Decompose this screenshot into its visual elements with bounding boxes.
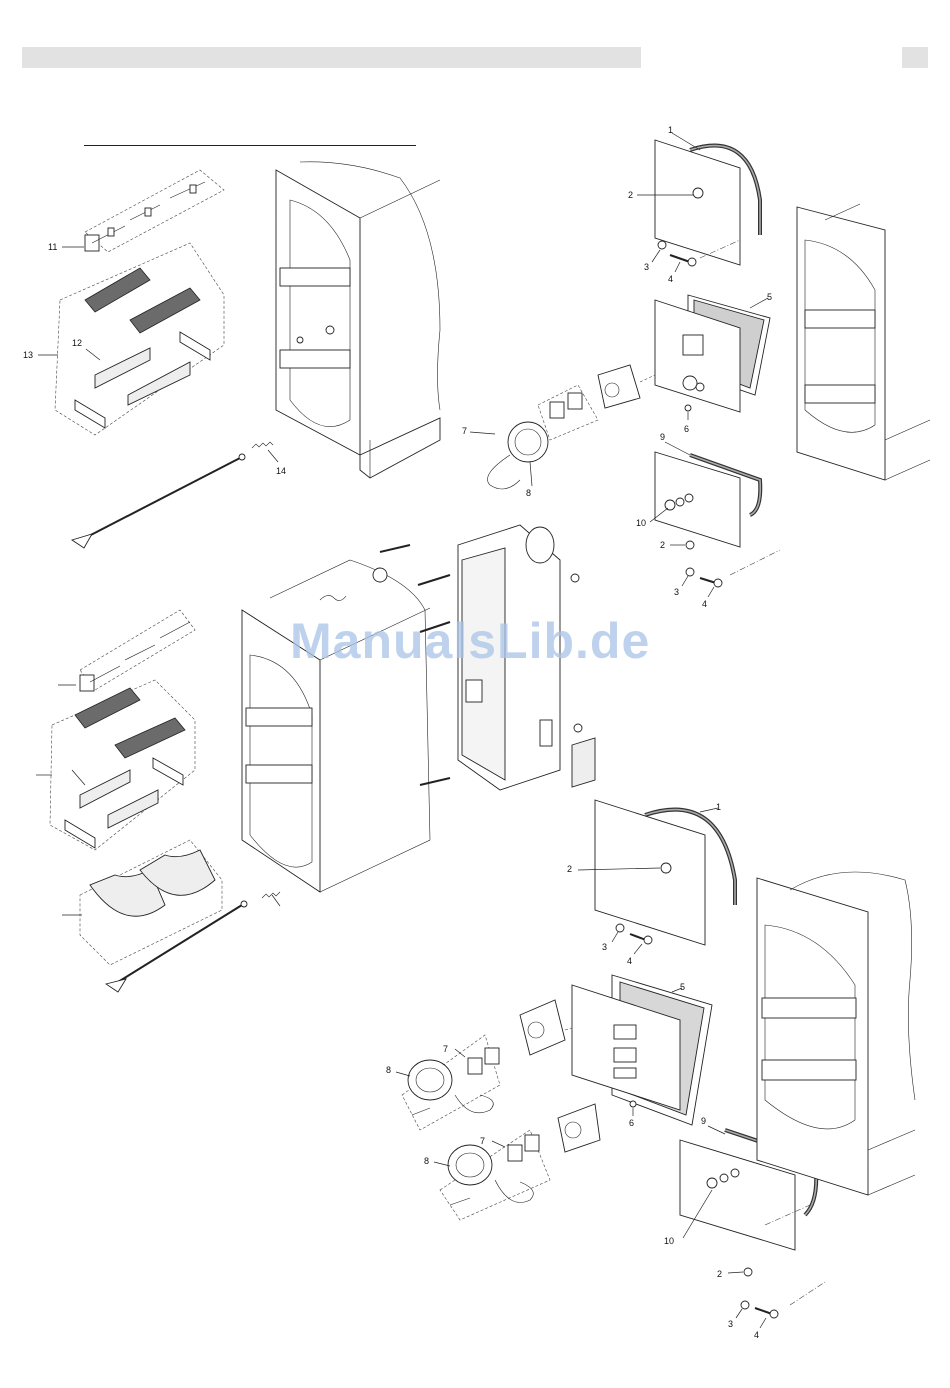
boiler-top-right <box>797 204 930 480</box>
label-top-14: 14 <box>276 466 286 476</box>
label-top-9: 9 <box>660 432 665 442</box>
boiler-middle <box>242 545 450 892</box>
door-top-9 <box>655 452 760 547</box>
label-top-2b: 2 <box>660 540 665 550</box>
cube-upper <box>520 1000 565 1055</box>
label-bottom-7b: 7 <box>480 1136 485 1146</box>
door-bottom-1 <box>595 800 735 945</box>
label-bottom-6: 6 <box>629 1118 634 1128</box>
boiler-top-left <box>276 162 440 478</box>
cube-lower <box>558 1104 600 1152</box>
label-top-7: 7 <box>462 426 467 436</box>
label-top-8: 8 <box>526 488 531 498</box>
insulation-shells <box>80 840 222 965</box>
fan-top <box>488 365 656 489</box>
label-bottom-1: 1 <box>716 802 721 812</box>
label-bottom-9: 9 <box>701 1116 706 1126</box>
label-bottom-2a: 2 <box>567 864 572 874</box>
label-top-11: 11 <box>48 242 57 252</box>
label-bottom-5: 5 <box>680 982 685 992</box>
label-bottom-7a: 7 <box>443 1044 448 1054</box>
label-top-3a: 3 <box>644 262 649 272</box>
label-top-6: 6 <box>684 424 689 434</box>
label-bottom-4a: 4 <box>627 956 632 966</box>
label-bottom-4b: 4 <box>754 1330 759 1340</box>
label-top-13: 13 <box>23 350 33 360</box>
label-bottom-2b: 2 <box>717 1269 722 1279</box>
clip-part-11 <box>85 182 205 251</box>
kit-top-left <box>55 170 224 435</box>
watermark: ManualsLib.de <box>290 612 650 670</box>
label-top-4a: 4 <box>668 274 673 284</box>
label-top-5: 5 <box>767 292 772 302</box>
label-top-1: 1 <box>668 125 673 135</box>
boiler-bottom-right <box>757 872 915 1195</box>
label-top-12: 12 <box>72 338 82 348</box>
label-bottom-8b: 8 <box>424 1156 429 1166</box>
label-top-2a: 2 <box>628 190 633 200</box>
label-bottom-3a: 3 <box>602 942 607 952</box>
label-top-3b: 3 <box>674 587 679 597</box>
label-bottom-8a: 8 <box>386 1065 391 1075</box>
kit-middle-left <box>50 610 195 850</box>
fan-bottom-lower <box>440 1130 550 1220</box>
label-top-10: 10 <box>636 518 646 528</box>
plate-top-5 <box>655 295 770 412</box>
label-bottom-3b: 3 <box>728 1319 733 1329</box>
plate-bottom-5 <box>572 975 712 1125</box>
cleaning-rod-top <box>72 442 273 548</box>
label-top-4b: 4 <box>702 599 707 609</box>
fan-bottom-upper <box>402 1035 500 1130</box>
label-bottom-10: 10 <box>664 1236 674 1246</box>
door-top-1 <box>655 140 760 265</box>
